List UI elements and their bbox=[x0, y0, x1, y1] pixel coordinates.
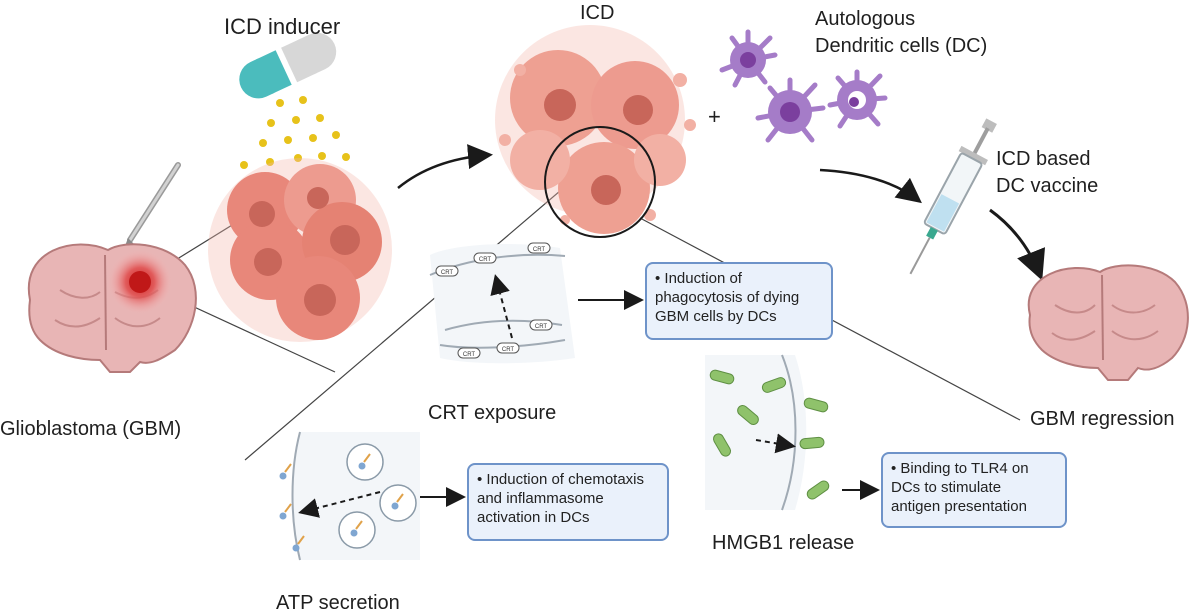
atp-effect-line: and inflammasome bbox=[477, 489, 604, 507]
crt-effect-box: • Induction of phagocytosis of dying GBM… bbox=[645, 262, 833, 340]
plus-sign: + bbox=[708, 104, 721, 129]
atp-panel bbox=[279, 431, 420, 561]
atp-effect-line: • Induction of chemotaxis bbox=[477, 471, 645, 488]
drug-dots bbox=[240, 96, 350, 169]
hmgb1-effect-line: • Binding to TLR4 on bbox=[891, 460, 1029, 477]
hmgb1-effect-box: • Binding to TLR4 on DCs to stimulate an… bbox=[881, 452, 1067, 528]
crt-tag: CRT bbox=[463, 352, 476, 358]
scalpel-icon bbox=[122, 162, 181, 254]
atp-effect-box: • Induction of chemotaxis and inflammaso… bbox=[467, 463, 669, 541]
gbm-regression-label: GBM regression bbox=[1030, 408, 1175, 430]
arrow-to-regression bbox=[989, 208, 1046, 281]
brain-with-tumor bbox=[27, 243, 197, 373]
arrow-to-icd bbox=[397, 144, 493, 189]
autologous-label-line1: Autologous bbox=[815, 8, 916, 30]
icd-label: ICD bbox=[580, 2, 615, 24]
icd-cells bbox=[495, 25, 696, 238]
arrow-to-vaccine bbox=[819, 168, 922, 204]
crt-tag: CRT bbox=[533, 247, 546, 253]
crt-tag: CRT bbox=[535, 324, 548, 330]
brain-regressed bbox=[1027, 264, 1189, 381]
crt-tag: CRT bbox=[441, 270, 454, 276]
syringe-icon bbox=[909, 118, 997, 275]
hmgb1-effect-line: DCs to stimulate bbox=[891, 478, 1002, 496]
vaccine-label-line2: DC vaccine bbox=[996, 175, 1099, 197]
crt-effect-line: phagocytosis of dying bbox=[655, 288, 800, 306]
hmgb1-panel bbox=[705, 354, 830, 511]
crt-exposure-label: CRT exposure bbox=[428, 402, 557, 424]
hmgb1-release-label: HMGB1 release bbox=[712, 532, 855, 554]
crt-tag: CRT bbox=[502, 347, 515, 353]
atp-effect-line: activation in DCs bbox=[477, 508, 590, 526]
tumor-cells bbox=[208, 158, 392, 342]
capsule-icon bbox=[239, 32, 337, 99]
crt-effect-line: • Induction of bbox=[655, 270, 742, 287]
atp-secretion-label: ATP secretion bbox=[276, 592, 400, 614]
crt-tag: CRT bbox=[479, 257, 492, 263]
glioblastoma-label: Glioblastoma (GBM) bbox=[0, 418, 182, 440]
autologous-label-line2: Dendritic cells (DC) bbox=[815, 35, 988, 57]
dendritic-cells bbox=[719, 29, 888, 143]
hmgb1-effect-line: antigen presentation bbox=[891, 497, 1027, 515]
icd-inducer-label: ICD inducer bbox=[224, 14, 341, 39]
vaccine-label-line1: ICD based bbox=[996, 148, 1091, 170]
crt-membrane-panel: CRT CRT CRT CRT CRT CRT bbox=[429, 242, 575, 364]
crt-effect-line: GBM cells by DCs bbox=[655, 307, 777, 325]
